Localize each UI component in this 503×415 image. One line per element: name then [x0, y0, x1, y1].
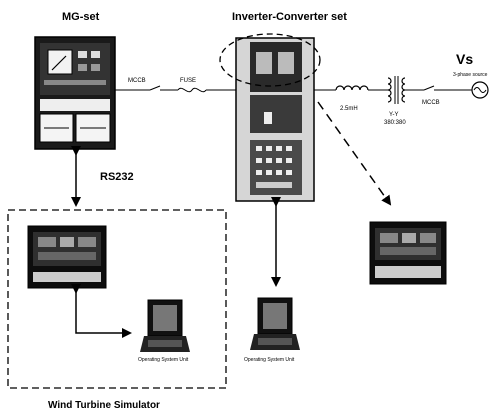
rs232-label: RS232: [100, 171, 134, 183]
fuse-symbol: [177, 87, 207, 93]
laptop-icon-middle: [250, 297, 300, 350]
inductor-label: 2.5mH: [340, 106, 358, 112]
three-phase-source-label: 3-phase source: [453, 72, 488, 78]
simulator-monitor-screen: [27, 225, 107, 289]
transformer-ratio-label: 380:380: [384, 120, 406, 126]
laptop-icon-left: [140, 299, 190, 352]
simulator-link-arrow: [71, 284, 132, 338]
inverter-converter-title: Inverter-Converter set: [232, 11, 347, 23]
mg-set-cabinet: [34, 36, 116, 150]
mccb-right-label: MCCB: [422, 100, 440, 106]
control-panel-detail: [369, 221, 447, 285]
transformer-type-label: Y-Y: [389, 112, 398, 118]
transformer-symbol: [387, 76, 406, 104]
wind-turbine-simulator-title: Wind Turbine Simulator: [48, 400, 160, 411]
mccb-right-switch: [423, 85, 435, 91]
fuse-label: FUSE: [180, 78, 196, 84]
mccb-left-switch: [149, 85, 161, 91]
operating-system-mid-label: Operating System Unit: [244, 357, 295, 363]
operating-system-left-label: Operating System Unit: [138, 357, 189, 363]
mg-set-title: MG-set: [62, 11, 100, 23]
vs-label: Vs: [456, 51, 473, 67]
inverter-converter-cabinet: [235, 37, 315, 202]
inductor-symbol: [335, 85, 369, 91]
detail-dashed-arrow: [317, 101, 392, 206]
highlight-circle: [219, 33, 321, 87]
mccb-left-label: MCCB: [128, 78, 146, 84]
